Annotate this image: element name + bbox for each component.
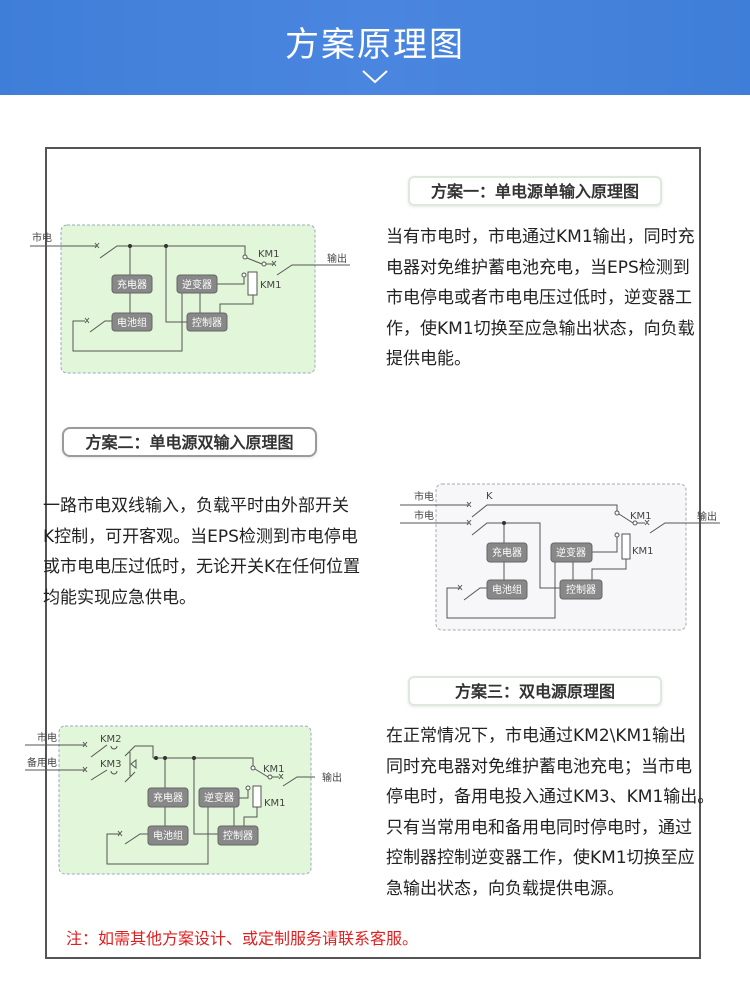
km1-coil-label: KM1	[632, 546, 654, 557]
km1-label: KM1	[263, 764, 285, 775]
scheme3-description: 在正常情况下，市电通过KM2\KM1输出 同时充电器对免维护蓄电池充电；当市电 …	[386, 721, 714, 904]
charger-label: 充电器	[117, 278, 147, 291]
content-frame	[45, 147, 701, 959]
input1-label: 市电	[414, 490, 434, 503]
switch-k-label: K	[486, 491, 493, 502]
text-line: 当有市电时，市电通过KM1输出，同时充	[386, 227, 695, 247]
text-line: 作，使KM1切换至应急输出状态，向负载	[386, 318, 695, 339]
scheme2-title: 方案二：单电源双输入原理图	[62, 427, 317, 457]
text-line: 在正常情况下，市电通过KM2\KM1输出	[386, 726, 686, 746]
controller-label: 控制器	[192, 316, 222, 329]
charger-label: 充电器	[492, 546, 522, 559]
battery-label: 电池组	[153, 829, 183, 842]
scheme2-diagram: 充电器 逆变器 电池组 控制器 市电 市电 K 输出 KM1 KM1	[400, 483, 720, 631]
text-line: 电器对免维护蓄电池充电，当EPS检测到	[386, 257, 690, 278]
scheme3-diagram: 充电器 逆变器 电池组 控制器 市电 备用电 KM2 KM3 输出 KM1 KM…	[25, 725, 342, 875]
input2-label: 备用电	[27, 756, 57, 769]
header-banner: 方案原理图	[0, 0, 750, 95]
controller-label: 控制器	[566, 583, 596, 596]
text-line: 急输出状态，向负载提供电源。	[386, 878, 624, 899]
text-line: 同时充电器对免维护蓄电池充电；当市电	[386, 756, 692, 777]
output-label: 输出	[322, 771, 342, 784]
km3-label: KM3	[100, 759, 122, 770]
km1-label: KM1	[630, 511, 652, 522]
output-label: 输出	[697, 510, 717, 523]
scheme1-diagram: 充电器 逆变器 电池组 控制器 市电 输出 KM1 KM1	[30, 224, 350, 374]
text-line: 停电时，备用电投入通过KM3、KM1输出。	[386, 787, 715, 807]
text-line: 或市电电压过低时，无论开关K在任何位置	[43, 557, 361, 577]
inverter-label: 逆变器	[182, 278, 212, 291]
charger-label: 充电器	[153, 791, 183, 804]
controller-label: 控制器	[223, 829, 253, 842]
text-line: 一路市电双线输入，负载平时由外部开关	[43, 496, 349, 516]
text-line: 控制器控制逆变器工作，使KM1切换至应	[386, 848, 695, 868]
chevron-down-icon	[362, 70, 388, 84]
input2-label: 市电	[414, 509, 434, 522]
battery-label: 电池组	[117, 316, 147, 329]
text-line: 提供电能。	[386, 349, 471, 369]
page-title: 方案原理图	[285, 25, 465, 65]
scheme1-description: 当有市电时，市电通过KM1输出，同时充 电器对免维护蓄电池充电，当EPS检测到 …	[386, 222, 695, 375]
km1-coil-label: KM1	[260, 280, 282, 291]
km1-label: KM1	[258, 249, 280, 260]
km1-coil-label: KM1	[264, 798, 286, 809]
text-line: 均能实现应急供电。	[43, 587, 196, 608]
scheme3-title: 方案三：双电源原理图	[408, 676, 662, 706]
battery-label: 电池组	[492, 583, 522, 596]
inverter-label: 逆变器	[556, 546, 586, 559]
scheme1-title: 方案一：单电源单输入原理图	[408, 176, 662, 206]
text-line: 只有当常用电和备用电同时停电时，通过	[386, 817, 692, 838]
inverter-label: 逆变器	[204, 791, 234, 804]
output-label: 输出	[327, 252, 347, 265]
text-line: 市电停电或者市电电压过低时，逆变器工	[386, 288, 692, 308]
km2-label: KM2	[100, 734, 122, 745]
input-label: 市电	[32, 231, 52, 244]
text-line: K控制，可开客观。当EPS检测到市电停电	[43, 526, 358, 547]
contact-note: 注：如需其他方案设计、或定制服务请联系客服。	[66, 929, 419, 948]
input1-label: 市电	[37, 731, 57, 744]
scheme2-description: 一路市电双线输入，负载平时由外部开关 K控制，可开客观。当EPS检测到市电停电 …	[43, 491, 360, 613]
